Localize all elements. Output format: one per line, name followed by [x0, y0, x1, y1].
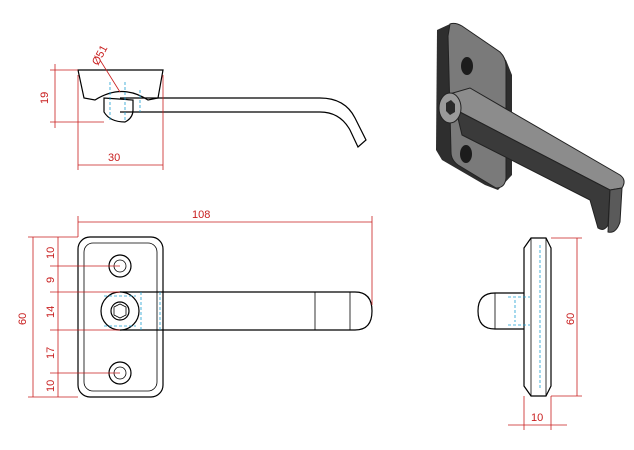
pivot-boss [100, 291, 140, 331]
front-view [77, 236, 373, 398]
dim-front-gap-5: 10 [45, 380, 57, 392]
top-view-plate [77, 69, 164, 101]
dim-front-gap-4: 17 [45, 347, 57, 359]
front-view-plate [77, 236, 164, 398]
top-view-knob [103, 97, 134, 123]
top-view-hidden-lines [109, 82, 141, 120]
iso-hex-socket [446, 100, 455, 115]
dim-side-thickness: 10 [531, 412, 543, 424]
side-view-hidden-lines [508, 245, 541, 390]
side-view-knob [477, 292, 524, 330]
top-view-dimensions [50, 59, 164, 170]
dim-front-gap-3: 14 [45, 306, 57, 318]
dim-front-overall-width: 108 [192, 209, 210, 221]
side-view-dimensions [508, 237, 582, 430]
dim-front-overall-height: 60 [17, 313, 29, 325]
side-view-plate [523, 237, 552, 397]
side-view [477, 237, 552, 397]
dim-side-height: 60 [565, 313, 577, 325]
front-view-plate-inner [83, 242, 158, 392]
dim-top-view-height: 19 [39, 92, 51, 104]
dim-top-view-radius: Ø51 [90, 43, 110, 67]
front-view-hidden-lines [104, 292, 161, 330]
front-view-dimensions [28, 216, 373, 398]
hex-socket [110, 301, 130, 321]
top-view [77, 69, 367, 148]
front-view-handle-bar [120, 291, 373, 331]
isometric-view [436, 22, 625, 233]
iso-top-hole [461, 57, 473, 75]
iso-bottom-hole [460, 145, 472, 163]
dim-front-gap-2: 9 [45, 277, 57, 283]
dim-front-gap-1: 10 [45, 247, 57, 259]
dim-top-view-width: 30 [108, 152, 120, 164]
iso-handle-tip [607, 187, 623, 233]
top-view-arm [120, 97, 367, 148]
